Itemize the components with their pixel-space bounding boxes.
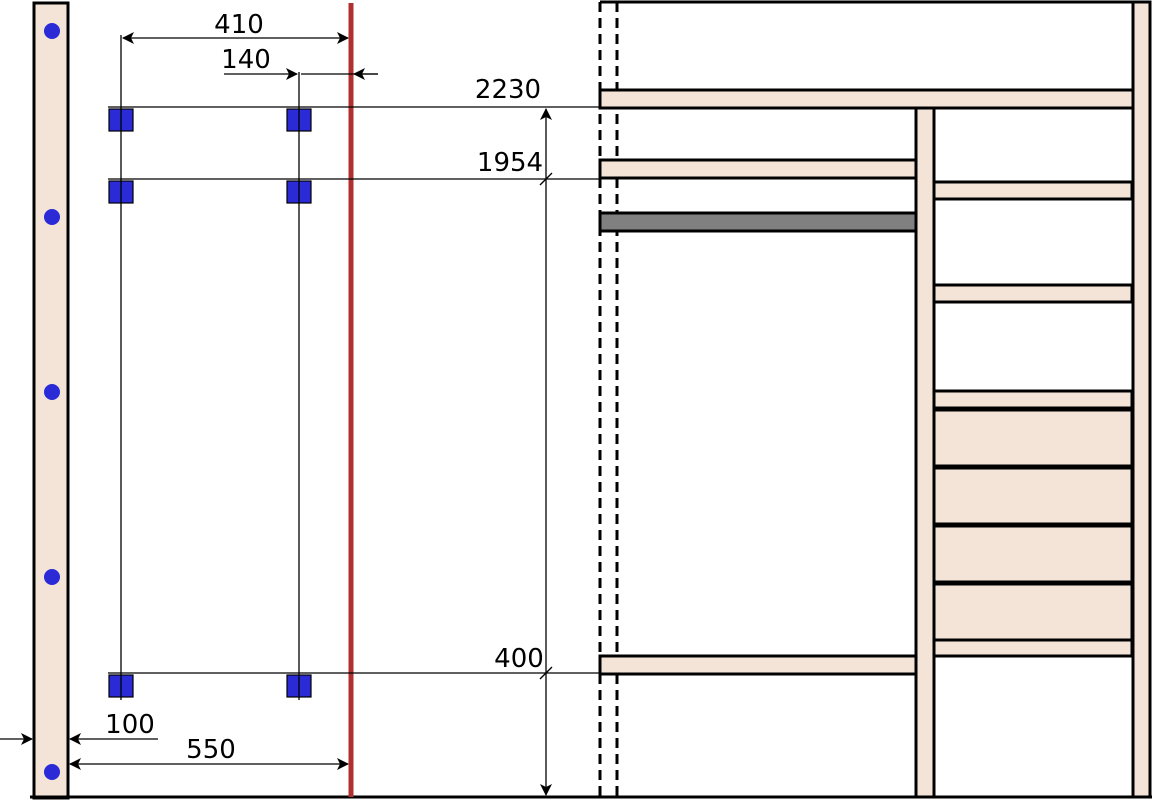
hole-marker xyxy=(44,23,60,39)
dimension-label-100: 100 xyxy=(105,710,155,740)
shelf-400 xyxy=(598,654,918,676)
dimension-label-1954: 1954 xyxy=(477,148,543,178)
tick-1954 xyxy=(539,172,553,186)
dimension-label-550: 550 xyxy=(186,735,236,765)
right-shelf xyxy=(932,180,1134,201)
hole-marker xyxy=(44,569,60,585)
dimension-label-400: 400 xyxy=(494,644,544,674)
top-shelf xyxy=(598,88,1135,110)
drawer xyxy=(932,582,1134,642)
shelf-1954 xyxy=(598,158,918,180)
right-shelf xyxy=(932,283,1134,304)
hole-marker xyxy=(44,209,60,225)
middle-divider-panel xyxy=(914,106,936,799)
dimension-label-410: 410 xyxy=(214,10,264,40)
dimension-label-2230: 2230 xyxy=(475,75,541,105)
dimension-label-140: 140 xyxy=(221,45,271,75)
left-side-panel xyxy=(32,1,70,800)
right-side-panel xyxy=(1131,0,1152,799)
drawer xyxy=(932,524,1134,584)
drawer xyxy=(932,466,1134,526)
drawer xyxy=(932,408,1134,468)
hole-marker xyxy=(44,764,60,780)
hole-marker xyxy=(44,384,60,400)
tick-400 xyxy=(539,666,553,680)
right-shelf xyxy=(932,389,1134,410)
drawer-base-shelf xyxy=(932,638,1134,658)
hanging-rail xyxy=(598,211,918,233)
